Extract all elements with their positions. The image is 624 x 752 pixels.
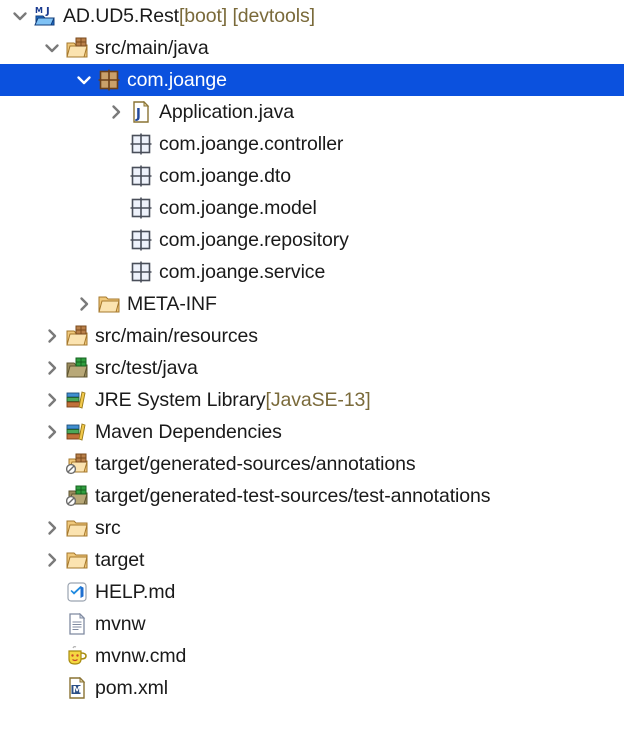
tree-row-label: HELP.md: [95, 580, 176, 603]
chevron-right-icon[interactable]: [104, 96, 128, 128]
svg-text:M: M: [35, 6, 43, 15]
tree-row-label: target/generated-test-sources/test-annot…: [95, 484, 491, 507]
tree-row-label: src/test/java: [95, 356, 198, 379]
vscode-file-icon: [64, 576, 90, 608]
tree-row-label: mvnw.cmd: [95, 644, 187, 667]
package-empty-icon: [128, 160, 154, 192]
text-file-icon: [64, 608, 90, 640]
tree-row-src-test-java[interactable]: src/test/java: [0, 352, 624, 384]
tree-row-meta-inf[interactable]: META-INF: [0, 288, 624, 320]
chevron-right-icon[interactable]: [40, 544, 64, 576]
tree-row-jre-system-library[interactable]: JRE System Library [JavaSE-13]: [0, 384, 624, 416]
tree-row-com-joange-repository[interactable]: com.joange.repository: [0, 224, 624, 256]
tree-row-target[interactable]: target: [0, 544, 624, 576]
tree-row-label: com.joange.dto: [159, 164, 291, 187]
tree-row-label: src/main/resources: [95, 324, 258, 347]
tree-row-com-joange-service[interactable]: com.joange.service: [0, 256, 624, 288]
twisty-spacer: [104, 128, 128, 160]
tree-row-application-java[interactable]: J Application.java: [0, 96, 624, 128]
twisty-spacer: [104, 224, 128, 256]
tree-row-mvnw[interactable]: mvnw: [0, 608, 624, 640]
tree-row-label: src: [95, 516, 121, 539]
tree-row-mvnw-cmd[interactable]: mvnw.cmd: [0, 640, 624, 672]
tree-row-help-md[interactable]: HELP.md: [0, 576, 624, 608]
tree-row-generated-sources[interactable]: target/generated-sources/annotations: [0, 448, 624, 480]
chevron-down-icon[interactable]: [8, 0, 32, 32]
tree-row-label: META-INF: [127, 292, 217, 315]
tree-row-label: com.joange.model: [159, 196, 317, 219]
tree-row-label: Maven Dependencies: [95, 420, 282, 443]
source-folder-resources-icon: [64, 320, 90, 352]
chevron-right-icon[interactable]: [40, 416, 64, 448]
twisty-spacer: [40, 640, 64, 672]
maven-pom-file-icon: M: [64, 672, 90, 704]
svg-text:J: J: [45, 6, 50, 17]
tree-row-src[interactable]: src: [0, 512, 624, 544]
library-icon: [64, 416, 90, 448]
chevron-right-icon[interactable]: [72, 288, 96, 320]
twisty-spacer: [104, 256, 128, 288]
tree-row-label: Application.java: [159, 100, 294, 123]
tree-row-com-joange-dto[interactable]: com.joange.dto: [0, 160, 624, 192]
tree-row-label: com.joange.repository: [159, 228, 349, 251]
tree-row-qualifier: [boot] [devtools]: [178, 4, 315, 27]
tree-row-com-joange-model[interactable]: com.joange.model: [0, 192, 624, 224]
source-folder-test-icon: [64, 352, 90, 384]
package-empty-icon: [128, 192, 154, 224]
chevron-down-icon[interactable]: [40, 32, 64, 64]
folder-icon: [64, 544, 90, 576]
chevron-right-icon[interactable]: [40, 512, 64, 544]
tree-row-com-joange[interactable]: com.joange: [0, 64, 624, 96]
twisty-spacer: [40, 480, 64, 512]
tree-row-ad-ud5-rest[interactable]: M J AD.UD5.Rest [boot] [devtools]: [0, 0, 624, 32]
chevron-right-icon[interactable]: [40, 320, 64, 352]
source-folder-test-excluded-icon: [64, 480, 90, 512]
source-folder-excluded-icon: [64, 448, 90, 480]
source-folder-java-icon: [64, 32, 90, 64]
package-empty-icon: [128, 256, 154, 288]
tree-row-label: pom.xml: [95, 676, 168, 699]
package-full-icon: [96, 64, 122, 96]
tree-row-label: target/generated-sources/annotations: [95, 452, 416, 475]
tree-row-com-joange-controller[interactable]: com.joange.controller: [0, 128, 624, 160]
maven-java-project-icon: M J: [32, 0, 58, 32]
tree-row-pom-xml[interactable]: M pom.xml: [0, 672, 624, 704]
tree-row-label: com.joange: [127, 68, 227, 91]
tree-row-src-main-java[interactable]: src/main/java: [0, 32, 624, 64]
tree-row-label: mvnw: [95, 612, 146, 635]
java-file-icon: J: [128, 96, 154, 128]
tree-row-label: com.joange.service: [159, 260, 326, 283]
twisty-spacer: [40, 576, 64, 608]
svg-text:J: J: [135, 107, 141, 122]
chevron-right-icon[interactable]: [40, 352, 64, 384]
tree-row-maven-dependencies[interactable]: Maven Dependencies: [0, 416, 624, 448]
twisty-spacer: [104, 192, 128, 224]
folder-icon: [96, 288, 122, 320]
tree-row-src-main-resources[interactable]: src/main/resources: [0, 320, 624, 352]
library-icon: [64, 384, 90, 416]
package-empty-icon: [128, 128, 154, 160]
java-cup-icon: [64, 640, 90, 672]
tree-row-label: com.joange.controller: [159, 132, 344, 155]
chevron-down-icon[interactable]: [72, 64, 96, 96]
tree-row-label: src/main/java: [95, 36, 209, 59]
tree-row-qualifier: [JavaSE-13]: [265, 388, 371, 411]
tree-row-label: AD.UD5.Rest: [63, 4, 179, 27]
twisty-spacer: [40, 448, 64, 480]
package-empty-icon: [128, 224, 154, 256]
tree-row-label: target: [95, 548, 145, 571]
tree-row-generated-test-sources[interactable]: target/generated-test-sources/test-annot…: [0, 480, 624, 512]
twisty-spacer: [104, 160, 128, 192]
folder-icon: [64, 512, 90, 544]
twisty-spacer: [40, 608, 64, 640]
twisty-spacer: [40, 672, 64, 704]
tree-row-label: JRE System Library: [95, 388, 266, 411]
svg-text:M: M: [73, 686, 82, 696]
chevron-right-icon[interactable]: [40, 384, 64, 416]
